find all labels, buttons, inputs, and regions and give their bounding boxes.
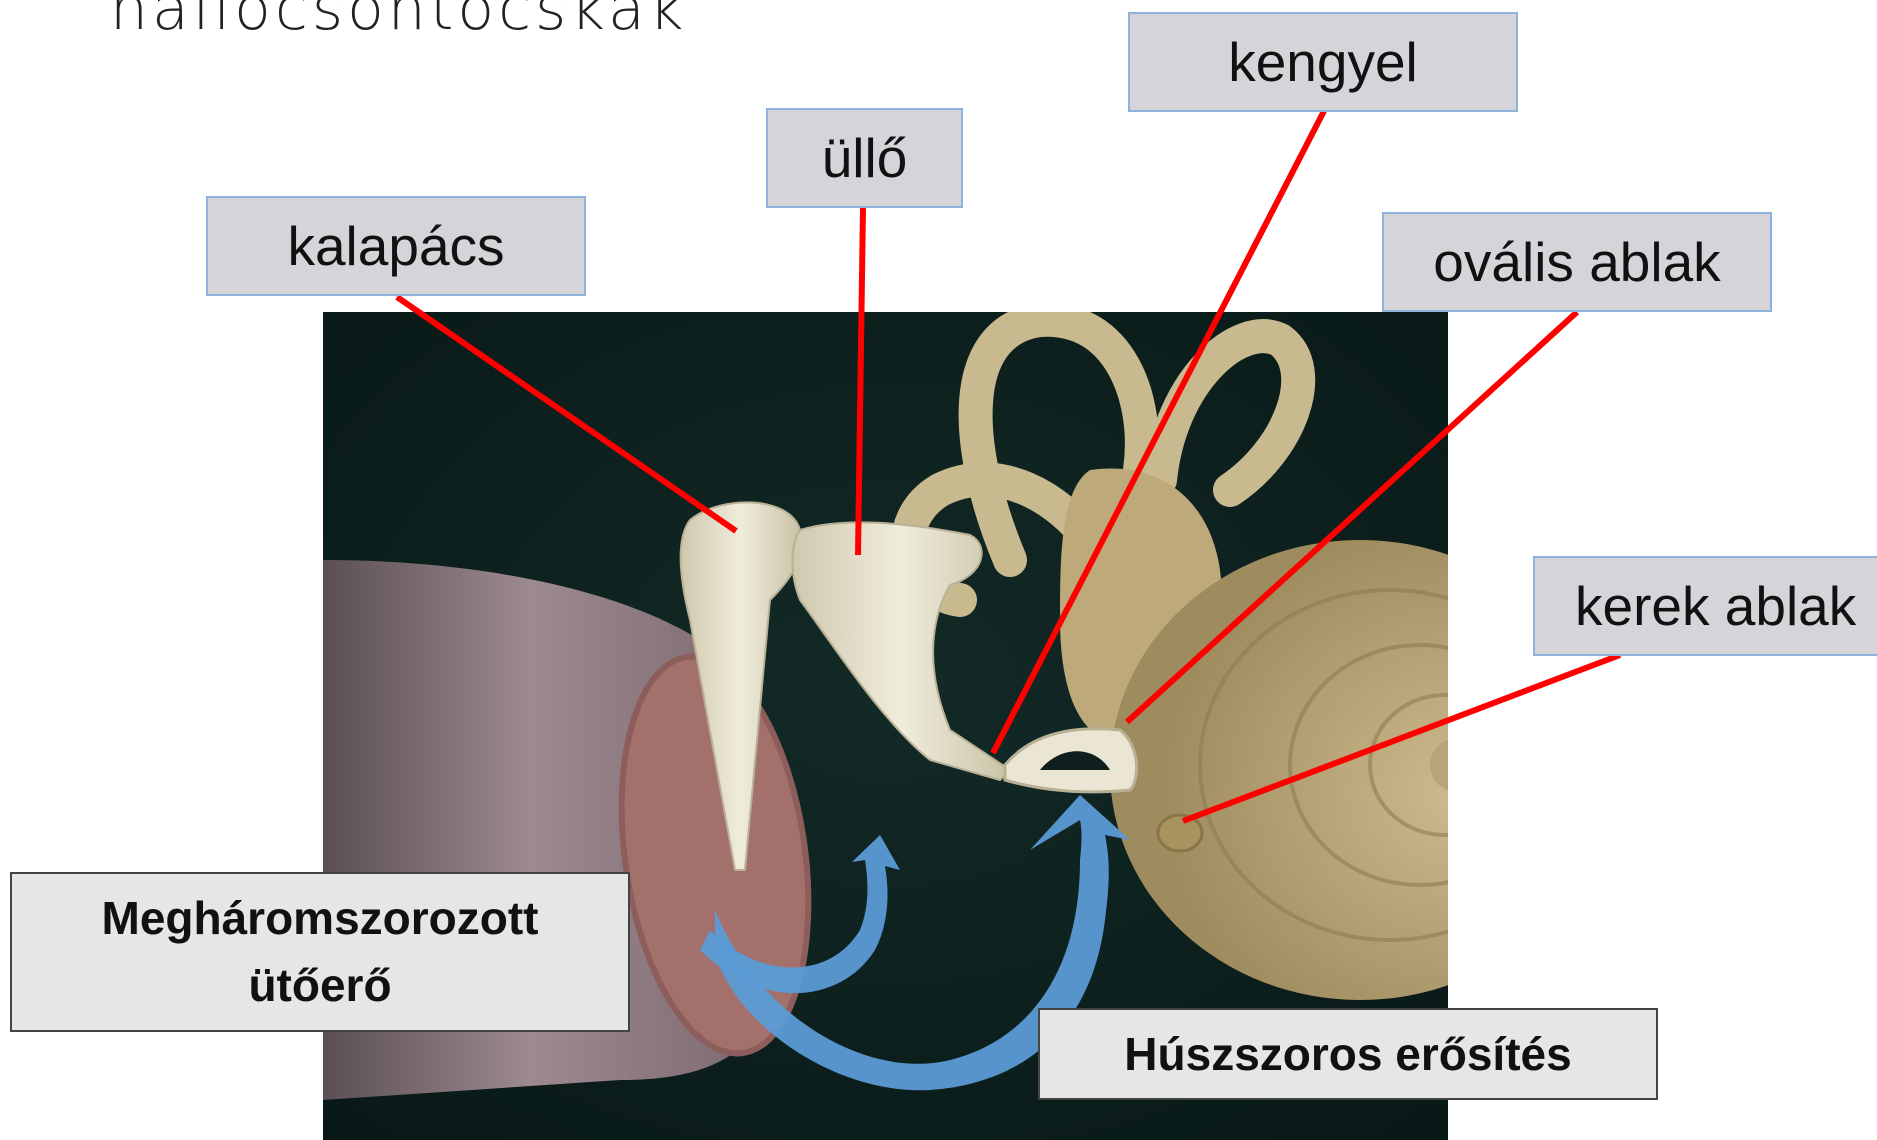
callout-twenty-fold: Húszszoros erősítés [1038, 1008, 1658, 1100]
label-kerek-ablak: kerek ablak [1533, 556, 1877, 656]
label-ullo: üllő [766, 108, 963, 208]
callout-triple-force-line1: Megháromszorozott [102, 885, 539, 952]
callout-triple-force: Megháromszorozott ütőerő [10, 872, 630, 1032]
label-kalapacs: kalapács [206, 196, 586, 296]
round-window [1158, 815, 1202, 851]
label-ovalis-ablak: ovális ablak [1382, 212, 1772, 312]
callout-triple-force-line2: ütőerő [102, 952, 539, 1019]
label-kengyel: kengyel [1128, 12, 1518, 112]
